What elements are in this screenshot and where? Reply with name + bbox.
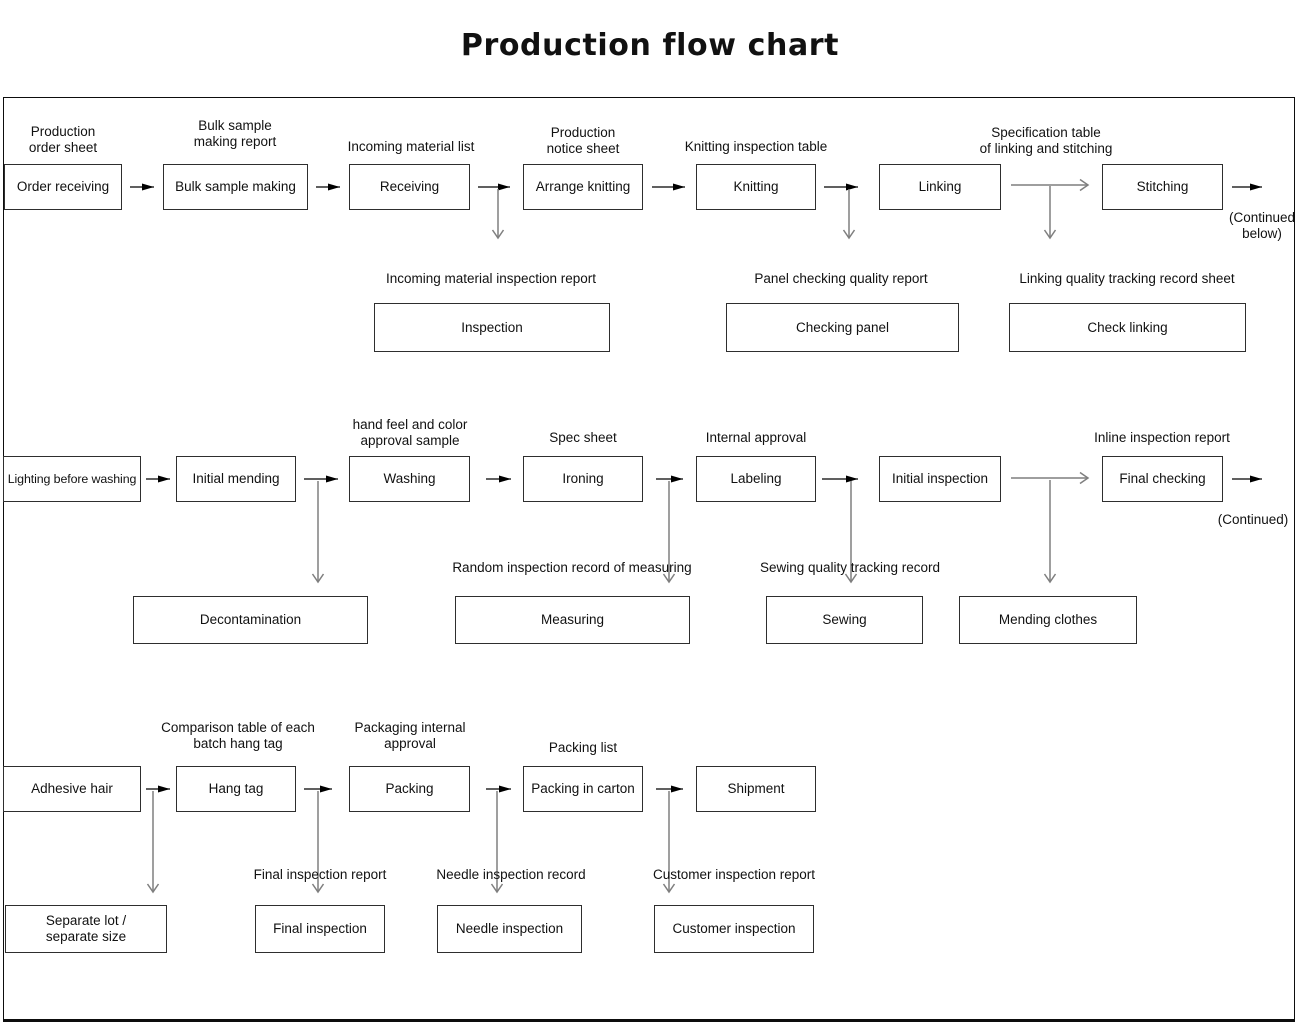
flow-box-measuring: Measuring <box>455 596 690 644</box>
flow-box-needle-inspection: Needle inspection <box>437 905 582 953</box>
flow-box-bulk-sample-making: Bulk sample making <box>163 164 308 210</box>
label-inline-inspection-report: Inline inspection report <box>1094 430 1230 445</box>
label-knitting-inspection-table: Knitting inspection table <box>684 139 828 154</box>
label-bulk-sample-report: Bulk sample making report <box>193 118 277 149</box>
flow-box-initial-inspection: Initial inspection <box>879 456 1001 502</box>
flow-box-mending-clothes: Mending clothes <box>959 596 1137 644</box>
label-comparison-table-hang-tag: Comparison table of each batch hang tag <box>161 720 315 751</box>
flow-box-separate-lot-size: Separate lot / separate size <box>5 905 167 953</box>
flow-box-sewing: Sewing <box>766 596 923 644</box>
label-customer-inspection-report: Customer inspection report <box>652 867 816 882</box>
flow-box-packing-in-carton: Packing in carton <box>523 766 643 812</box>
label-production-notice-sheet: Production notice sheet <box>546 125 620 156</box>
flow-box-final-inspection: Final inspection <box>255 905 385 953</box>
label-packaging-internal-approval: Packaging internal approval <box>354 720 466 751</box>
label-random-inspection-record: Random inspection record of measuring <box>452 560 692 575</box>
label-sewing-quality-tracking-record: Sewing quality tracking record <box>759 560 941 575</box>
flow-box-hang-tag: Hang tag <box>176 766 296 812</box>
page-title: Production flow chart <box>460 28 840 63</box>
flow-box-checking-panel: Checking panel <box>726 303 959 352</box>
flow-box-packing: Packing <box>349 766 470 812</box>
flow-box-lighting-before-washing: Lighting before washing <box>3 456 141 502</box>
flow-box-inspection: Inspection <box>374 303 610 352</box>
flow-box-knitting: Knitting <box>696 164 816 210</box>
chart-frame <box>3 97 1295 1022</box>
flow-box-order-receiving: Order receiving <box>4 164 122 210</box>
flow-box-customer-inspection: Customer inspection <box>654 905 814 953</box>
flow-box-arrange-knitting: Arrange knitting <box>523 164 643 210</box>
label-panel-checking-quality-report: Panel checking quality report <box>754 271 928 286</box>
label-spec-sheet: Spec sheet <box>549 430 617 445</box>
label-specification-table: Specification table of linking and stitc… <box>979 125 1113 156</box>
label-linking-quality-tracking-record-sheet: Linking quality tracking record sheet <box>1019 271 1235 286</box>
flow-box-washing: Washing <box>349 456 470 502</box>
flow-box-linking: Linking <box>879 164 1001 210</box>
flow-box-final-checking: Final checking <box>1102 456 1223 502</box>
flow-box-stitching: Stitching <box>1102 164 1223 210</box>
label-internal-approval: Internal approval <box>705 430 807 445</box>
label-incoming-material-inspection-report: Incoming material inspection report <box>385 271 597 286</box>
flow-box-receiving: Receiving <box>349 164 470 210</box>
flow-box-decontamination: Decontamination <box>133 596 368 644</box>
flow-box-initial-mending: Initial mending <box>176 456 296 502</box>
label-production-order-sheet: Production order sheet <box>28 124 98 155</box>
label-incoming-material-list: Incoming material list <box>347 139 475 154</box>
label-needle-inspection-record: Needle inspection record <box>436 867 586 882</box>
flow-box-check-linking: Check linking <box>1009 303 1246 352</box>
flow-box-shipment: Shipment <box>696 766 816 812</box>
flow-box-adhesive-hair: Adhesive hair <box>3 766 141 812</box>
label-hand-feel-color-approval: hand feel and color approval sample <box>352 417 468 448</box>
flow-box-labeling: Labeling <box>696 456 816 502</box>
label-final-inspection-report: Final inspection report <box>253 867 387 882</box>
flow-box-ironing: Ironing <box>523 456 643 502</box>
label-continued-below: (Continued below) <box>1228 210 1296 241</box>
label-continued: (Continued) <box>1217 512 1289 527</box>
label-packing-list: Packing list <box>548 740 618 755</box>
